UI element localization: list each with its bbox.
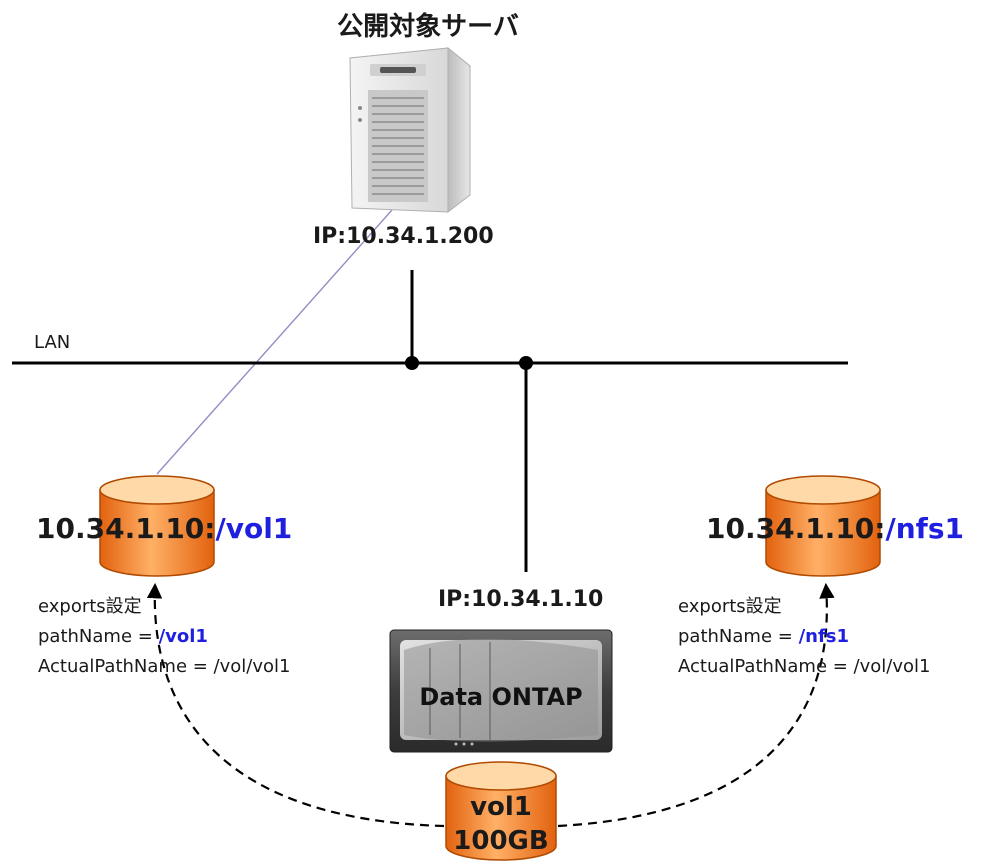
left-exports-heading: exports設定 <box>38 596 142 617</box>
tower-server-icon <box>348 46 472 214</box>
left-export-cylinder <box>99 475 215 577</box>
left-pathname-line: pathName = /vol1 <box>38 622 290 652</box>
left-export-arrow <box>146 582 445 828</box>
right-exports-settings: exports設定 pathName = /nfs1 ActualPathNam… <box>678 592 930 682</box>
volume-name: vol1 <box>470 792 532 822</box>
storage-product-label: Data ONTAP <box>419 683 583 711</box>
left-pathname-value: /vol1 <box>158 626 208 647</box>
left-mount-path: /vol1 <box>215 512 293 545</box>
right-actual-path: ActualPathName = /vol/vol1 <box>678 656 931 677</box>
right-pathname-line: pathName = /nfs1 <box>678 622 930 652</box>
storage-appliance-icon <box>389 629 613 753</box>
volume-cylinder <box>445 761 557 861</box>
right-mount-path: /nfs1 <box>885 512 964 545</box>
right-exports-heading: exports設定 <box>678 596 782 617</box>
right-mount-label: 10.34.1.10:/nfs1 <box>706 512 964 545</box>
left-actual-path: ActualPathName = /vol/vol1 <box>38 656 291 677</box>
right-export-arrow <box>557 582 835 828</box>
volume-size: 100GB <box>453 826 549 856</box>
mount-link-line <box>156 209 393 475</box>
left-mount-host: 10.34.1.10: <box>36 512 216 545</box>
storage-lan-junction <box>519 356 533 370</box>
left-pathname-prefix: pathName = <box>38 626 159 647</box>
diagram-title: 公開対象サーバ <box>337 12 519 42</box>
right-export-cylinder <box>765 475 881 577</box>
storage-ip-label: IP:10.34.1.10 <box>438 587 604 612</box>
server-lan-junction <box>405 356 419 370</box>
server-ip-label: IP:10.34.1.200 <box>313 224 494 249</box>
lan-label: LAN <box>34 332 71 353</box>
left-exports-settings: exports設定 pathName = /vol1 ActualPathNam… <box>38 592 290 682</box>
volume-label: vol1 100GB <box>431 790 571 858</box>
right-mount-host: 10.34.1.10: <box>706 512 886 545</box>
right-pathname-prefix: pathName = <box>678 626 799 647</box>
right-pathname-value: /nfs1 <box>798 626 850 647</box>
left-mount-label: 10.34.1.10:/vol1 <box>36 512 292 545</box>
